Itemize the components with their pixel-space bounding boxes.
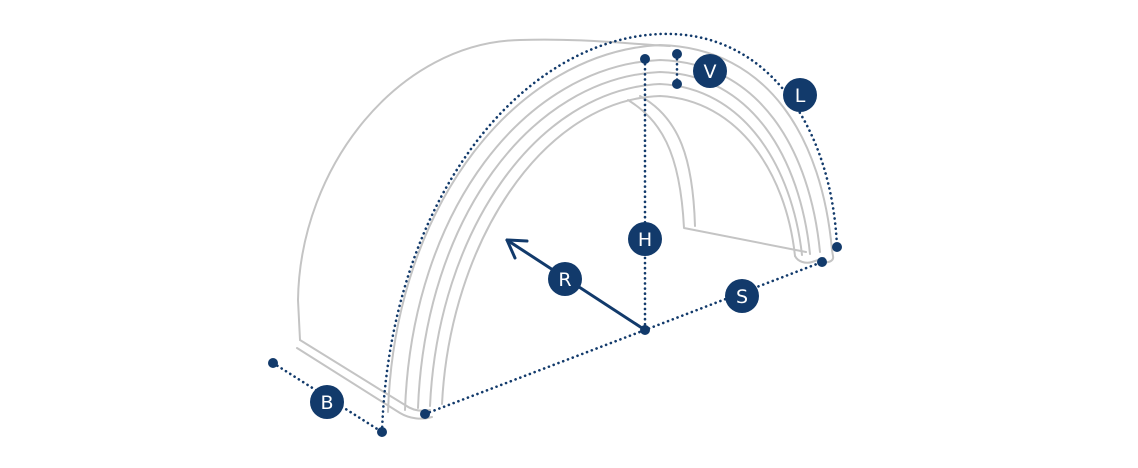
badge-b-label: B (320, 392, 333, 414)
dot-v-top (672, 49, 682, 59)
mudguard-front-rim-1 (387, 44, 833, 413)
badge-r-circle (548, 262, 582, 296)
badge-h: H (628, 222, 662, 256)
badge-l-circle (783, 78, 817, 112)
mudguard-front-rim-4 (429, 83, 803, 407)
badge-s-label: S (736, 286, 748, 308)
dot-b-end (377, 427, 387, 437)
badge-l: L (783, 78, 817, 112)
badge-b: B (310, 385, 344, 419)
badge-v-circle (693, 54, 727, 88)
dot-s-start (420, 409, 430, 419)
dim-l-arc (380, 32, 839, 434)
dot-s-end (817, 257, 827, 267)
dim-s-baseline (423, 260, 824, 416)
mudguard-front-rim-5 (441, 95, 796, 405)
mudguard-front-rim-3 (417, 71, 811, 409)
dot-v-bottom (672, 79, 682, 89)
badge-r: R (548, 262, 582, 296)
badge-b-circle (310, 385, 344, 419)
dot-l-end (832, 242, 842, 252)
badge-v: V (693, 54, 727, 88)
dot-h-top (640, 54, 650, 64)
mudguard-back-shell (297, 38, 671, 341)
badge-v-label: V (704, 61, 717, 83)
badge-l-label: L (795, 85, 806, 107)
mudguard-outline (296, 38, 835, 420)
badge-h-circle (628, 222, 662, 256)
badge-s-circle (725, 279, 759, 313)
badge-h-label: H (638, 229, 652, 251)
dot-b-start (268, 358, 278, 368)
dim-b-width (271, 361, 384, 434)
badge-r-label: R (558, 269, 571, 291)
mudguard-front-rim-2 (404, 59, 821, 411)
badge-s: S (725, 279, 759, 313)
radius-arrow-head (505, 238, 529, 260)
mudguard-inner-tunnel (627, 95, 807, 253)
